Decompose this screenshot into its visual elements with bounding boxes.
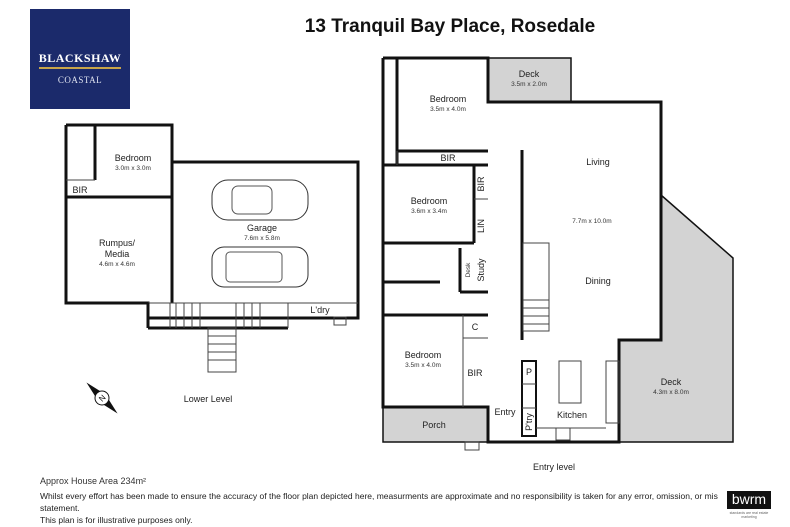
room-bedroom-lower-dims: 3.0m x 3.0m [115, 165, 151, 172]
disclaimer: Whilst every effort has been made to ens… [40, 490, 740, 526]
deck-right [618, 193, 734, 443]
entry-level-plan: Bedroom 3.5m x 4.0m Deck 3.5m x 2.0m BIR… [381, 56, 734, 472]
room-bedroom-1: Bedroom [430, 94, 467, 104]
bwrm-tagline: standards are real estate marketing [729, 511, 769, 519]
car-icon [211, 246, 309, 288]
disclaimer-line-2: This plan is for illustrative purposes o… [40, 515, 193, 525]
room-entry: Entry [494, 407, 516, 417]
room-bedroom-3-dims: 3.5m x 4.0m [405, 362, 441, 369]
room-bir-3: BIR [467, 368, 483, 378]
room-bir-2: BIR [476, 176, 486, 192]
room-study: Study [476, 258, 486, 282]
logo-brand: BLACKSHAW [38, 51, 122, 65]
page-title: 13 Tranquil Bay Place, Rosedale [304, 16, 596, 37]
room-dining: Dining [585, 276, 611, 286]
entry-level-label: Entry level [533, 462, 575, 472]
room-deck-right: Deck [661, 377, 682, 387]
room-bedroom-2: Bedroom [411, 196, 448, 206]
room-bir-lower: BIR [72, 185, 88, 195]
desk-label: Desk [465, 262, 472, 278]
room-laundry: L'dry [310, 305, 330, 315]
room-rumpus-line1: Rumpus/ [99, 238, 136, 248]
room-living-dims: 7.7m x 10.0m [572, 218, 611, 225]
room-p: P [526, 367, 532, 377]
room-pantry: P'try [524, 413, 534, 431]
lower-level-plan: Bedroom 3.0m x 3.0m BIR Rumpus/ Media 4.… [64, 123, 360, 414]
svg-text:N: N [97, 393, 108, 404]
room-kitchen: Kitchen [557, 410, 587, 420]
room-bedroom-3: Bedroom [405, 350, 442, 360]
room-bedroom-lower: Bedroom [115, 153, 152, 163]
room-porch: Porch [422, 420, 446, 430]
room-garage-dims: 7.6m x 5.8m [244, 235, 280, 242]
lower-level-label: Lower Level [184, 394, 233, 404]
house-area: Approx House Area 234m² [40, 476, 147, 486]
bwrm-logo: bwrm [727, 491, 771, 509]
room-deck-top: Deck [519, 69, 540, 79]
room-garage: Garage [247, 223, 277, 233]
room-living: Living [586, 157, 610, 167]
car-icon [211, 179, 309, 221]
agency-logo: BLACKSHAW COASTAL [30, 9, 130, 109]
room-deck-top-dims: 3.5m x 2.0m [511, 81, 547, 88]
room-rumpus-dims: 4.6m x 4.6m [99, 261, 135, 268]
room-bedroom-2-dims: 3.6m x 3.4m [411, 208, 447, 215]
deck-top [487, 57, 572, 103]
north-arrow-icon: N [86, 382, 118, 414]
disclaimer-line-1: Whilst every effort has been made to ens… [40, 491, 718, 513]
logo-divider [39, 67, 121, 69]
room-bedroom-1-dims: 3.5m x 4.0m [430, 106, 466, 113]
room-linen: LIN [476, 219, 486, 233]
room-rumpus-line2: Media [105, 249, 130, 259]
room-bir-1: BIR [440, 153, 456, 163]
room-cupboard: C [472, 322, 479, 332]
room-deck-right-dims: 4.3m x 8.0m [653, 389, 689, 396]
logo-sub: COASTAL [57, 75, 103, 85]
